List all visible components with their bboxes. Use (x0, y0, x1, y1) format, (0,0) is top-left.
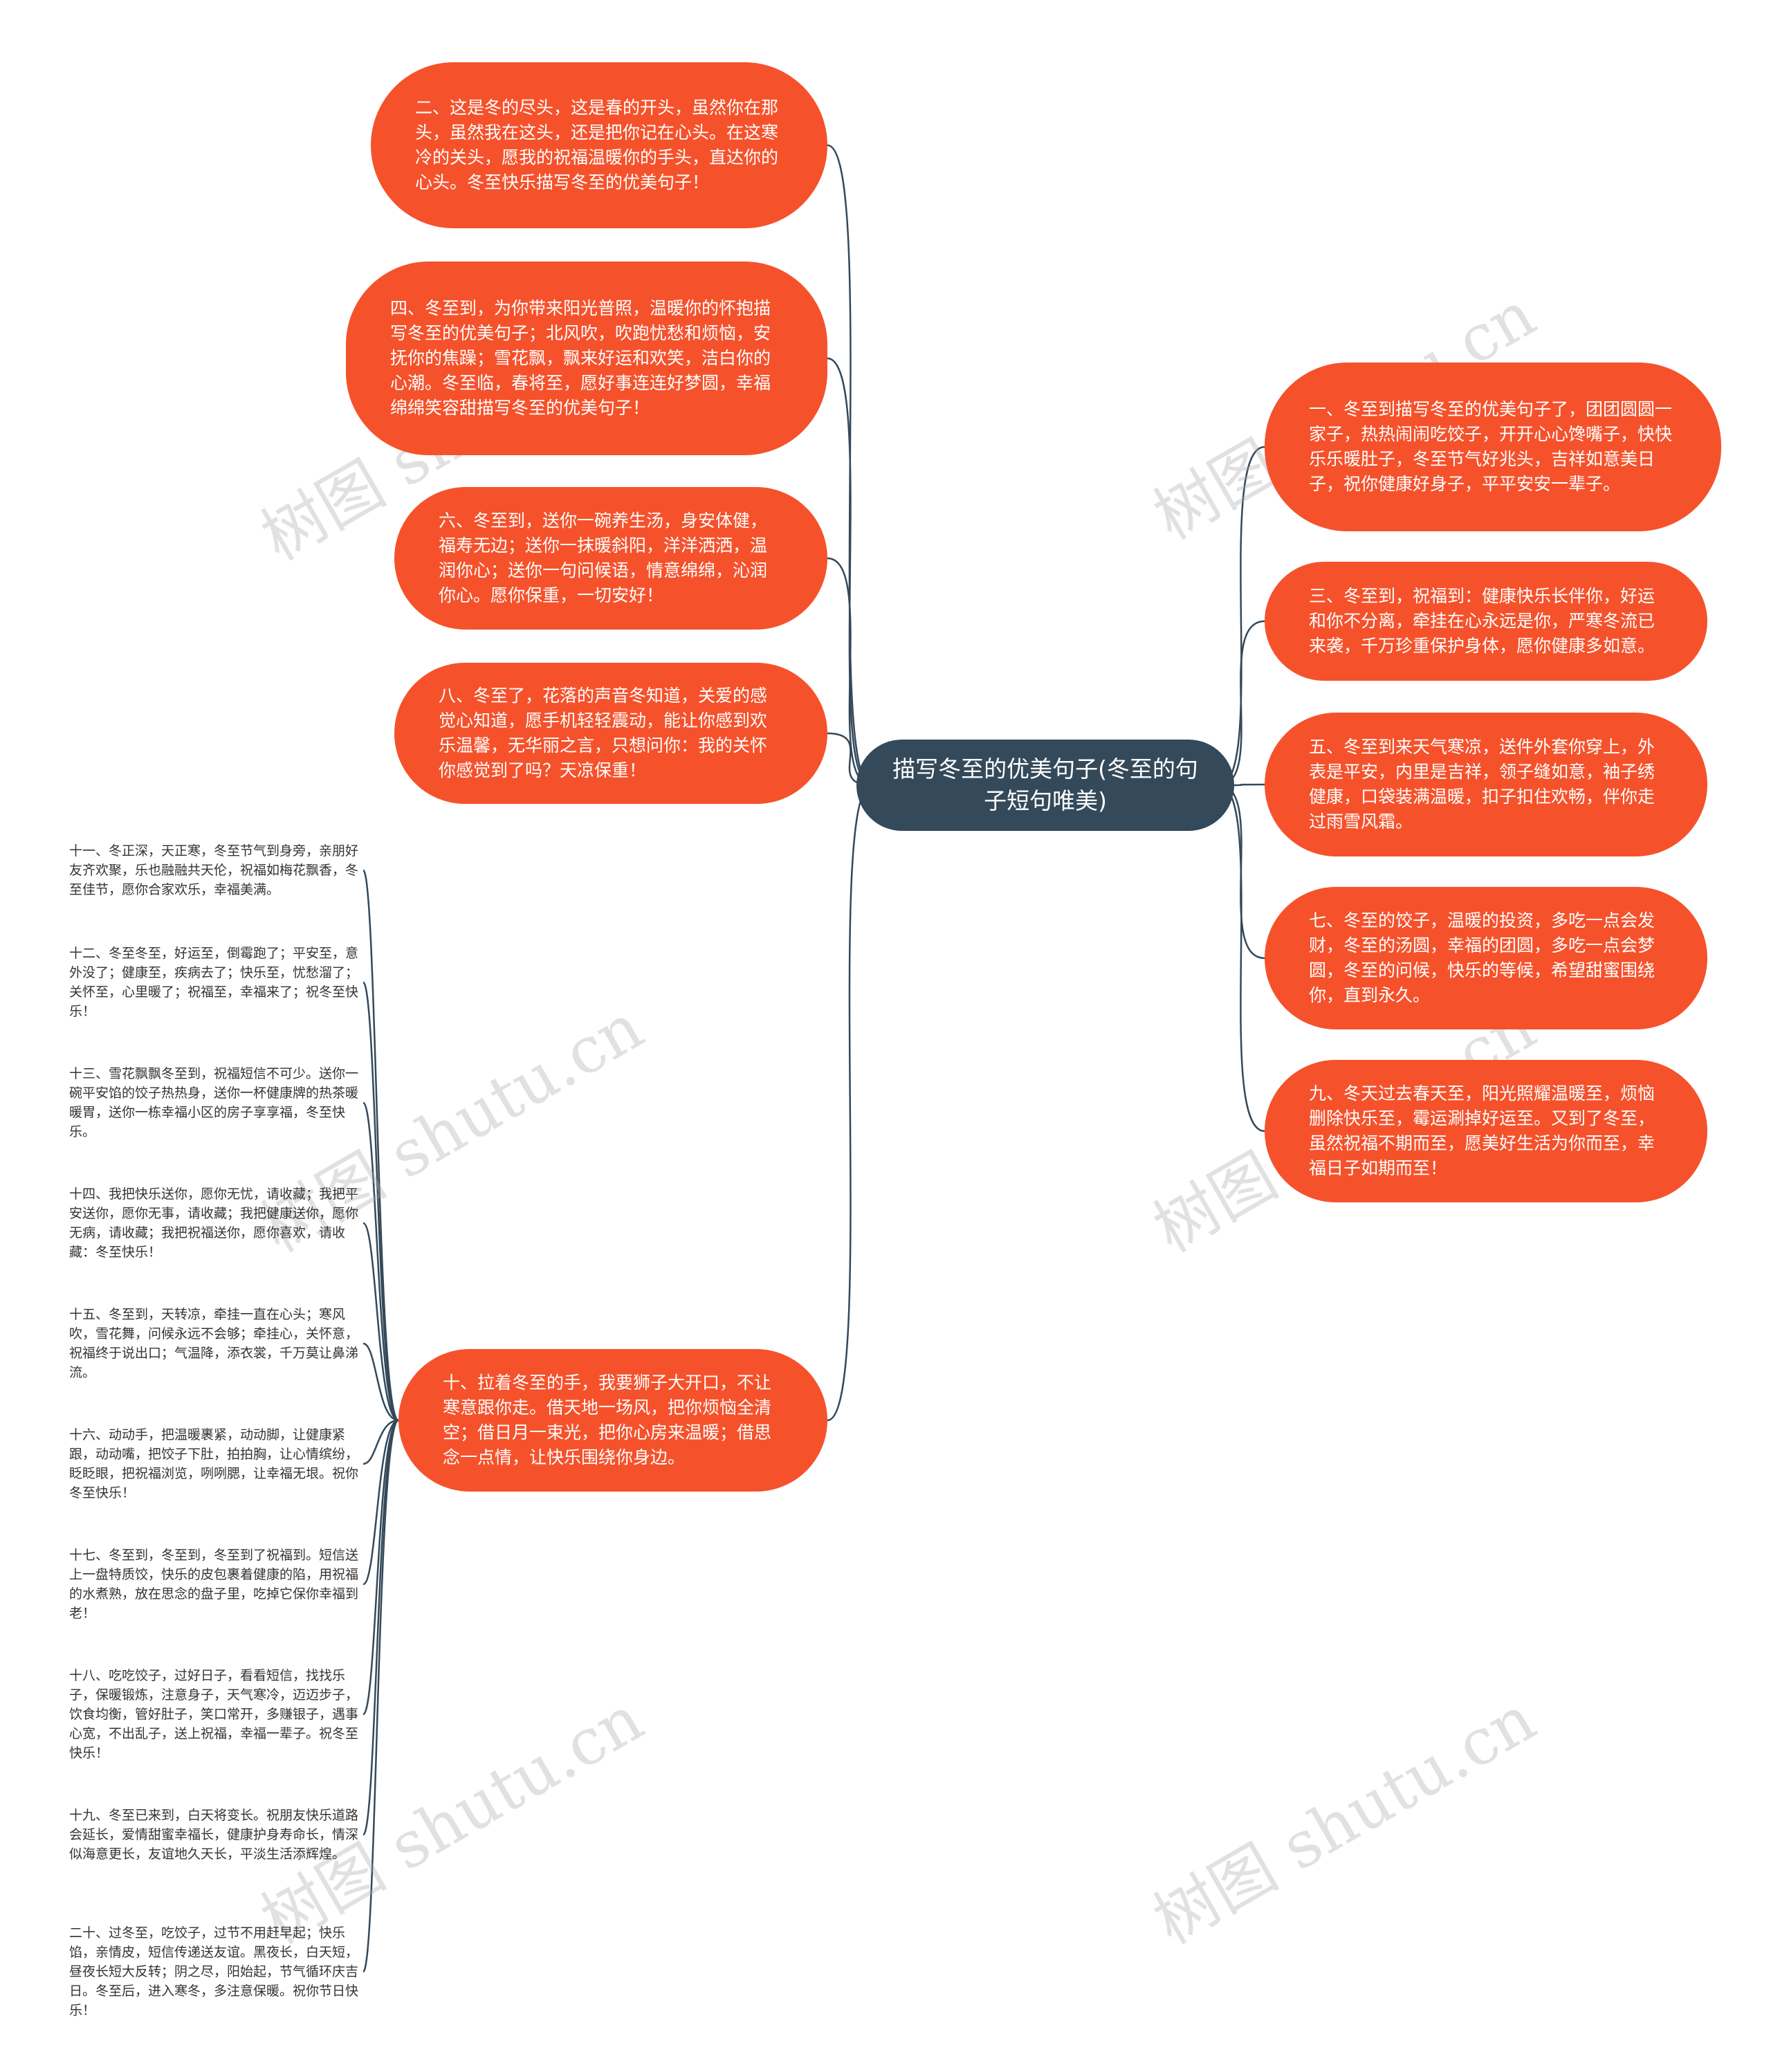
subtopic-14[interactable]: 十四、我把快乐送你，愿你无忧，请收藏；我把平安送你，愿你无事，请收藏；我把健康送… (69, 1186, 359, 1260)
topic-node-label: 九、冬天过去春天至，阳光照耀温暖至，烦恼删除快乐至，霉运涮掉好运至。又到了冬至，… (1309, 1083, 1655, 1178)
connector-line (827, 784, 872, 1422)
topic-node-4[interactable]: 四、冬至到，为你带来阳光普照，温暖你的怀抱描写冬至的优美句子；北风吹，吹跑忧愁和… (346, 262, 827, 455)
topic-node-5[interactable]: 五、冬至到来天气寒凉，送件外套你穿上，外表是平安，内里是吉祥，领子缝如意，袖子绣… (1265, 713, 1707, 856)
branch-line (362, 1222, 399, 1422)
subtopic-18[interactable]: 十八、吃吃饺子，过好日子，看看短信，找找乐子，保暖锻炼，注意身子，天气寒冷，迈迈… (69, 1668, 359, 1761)
subtopic-17[interactable]: 十七、冬至到，冬至到，冬至到了祝福到。短信送上一盘特质饺，快乐的皮包裹着健康的陷… (69, 1548, 359, 1621)
connector-line (827, 357, 872, 787)
branch-line (362, 1419, 400, 1973)
connector-line (1218, 446, 1265, 787)
topic-node-label: 四、冬至到，为你带来阳光普照，温暖你的怀抱描写冬至的优美句子；北风吹，吹跑忧愁和… (390, 298, 771, 418)
topic-node-label: 六、冬至到，送你一碗养生汤，身安体健，福寿无边；送你一抹暖斜阳，洋洋洒洒，温润你… (439, 511, 768, 605)
topic-node-label: 八、冬至了，花落的声音冬知道，关爱的感觉心知道，愿手机轻轻震动，能让你感到欢乐温… (439, 686, 768, 780)
topic-node-6[interactable]: 六、冬至到，送你一碗养生汤，身安体健，福寿无边；送你一抹暖斜阳，洋洋洒洒，温润你… (394, 487, 827, 630)
topic-node-1[interactable]: 一、冬至到描写冬至的优美句子了，团团圆圆一家子，热热闹闹吃饺子，开开心心馋嘴子，… (1265, 363, 1721, 531)
topic-node-label: 三、冬至到，祝福到：健康快乐长伴你，好运和你不分离，牵挂在心永远是你，严寒冬流已… (1309, 586, 1655, 656)
subtopic-12[interactable]: 十二、冬至冬至，好运至，倒霉跑了；平安至，意外没了；健康至，疾病去了；快乐至，忧… (69, 946, 359, 1019)
connector-line (1218, 784, 1265, 1133)
topic-node-3[interactable]: 三、冬至到，祝福到：健康快乐长伴你，好运和你不分离，牵挂在心永远是你，严寒冬流已… (1265, 562, 1707, 681)
branch-line (362, 1419, 399, 1836)
topic-node-7[interactable]: 七、冬至的饺子，温暖的投资，多吃一点会发财，冬至的汤圆，幸福的团圆，多吃一点会梦… (1265, 887, 1707, 1029)
branch-line (363, 1419, 399, 1465)
branch-line (362, 869, 400, 1422)
topic-node-10[interactable]: 十、拉着冬至的手，我要狮子大开口，不让寒意跟你走。借天地一场风，把你烦恼全清空；… (398, 1349, 827, 1492)
subtopic-20[interactable]: 二十、过冬至，吃饺子，过节不用赶早起；快乐馅，亲情皮，短信传递送友谊。黑夜长，白… (69, 1925, 359, 2018)
branch-line (362, 1419, 399, 1716)
subtopic-11[interactable]: 十一、冬正深，天正寒，冬至节气到身旁，亲朋好友齐欢聚，乐也融融共天伦，祝福如梅花… (69, 843, 359, 897)
topic-node-2[interactable]: 二、这是冬的尽头，这是春的开头，虽然你在那头，虽然我在这头，还是把你记在心头。在… (371, 62, 827, 228)
topic-node-9[interactable]: 九、冬天过去春天至，阳光照耀温暖至，烦恼删除快乐至，霉运涮掉好运至。又到了冬至，… (1265, 1060, 1707, 1202)
central-topic[interactable]: 描写冬至的优美句子(冬至的句子短句唯美) (856, 740, 1234, 831)
topic-node-label: 五、冬至到来天气寒凉，送件外套你穿上，外表是平安，内里是吉祥，领子缝如意，袖子绣… (1309, 737, 1655, 832)
subtopic-19[interactable]: 十九、冬至已来到，白天将变长。祝朋友快乐道路会延长，爱情甜蜜幸福长，健康护身寿命… (69, 1808, 359, 1862)
topic-node-label: 一、冬至到描写冬至的优美句子了，团团圆圆一家子，热热闹闹吃饺子，开开心心馋嘴子，… (1309, 399, 1673, 494)
branch-line (362, 981, 400, 1422)
subtopic-15[interactable]: 十五、冬至到，天转凉，牵挂一直在心头；寒风吹，雪花舞，问候永远不会够；牵挂心，关… (69, 1307, 359, 1380)
branch-line (363, 1342, 399, 1422)
topic-node-label: 二、这是冬的尽头，这是春的开头，虽然你在那头，虽然我在这头，还是把你记在心头。在… (415, 98, 779, 192)
subtopic-16[interactable]: 十六、动动手，把温暖裹紧，动动脚，让健康紧跟，动动嘴，把饺子下肚，拍拍胸，让心情… (69, 1427, 359, 1501)
central-topic-label: 描写冬至的优美句子(冬至的句子短句唯美) (892, 755, 1198, 814)
branch-line (363, 1419, 399, 1586)
topic-node-label: 七、冬至的饺子，温暖的投资，多吃一点会发财，冬至的汤圆，幸福的团圆，多吃一点会梦… (1309, 910, 1655, 1005)
topic-node-8[interactable]: 八、冬至了，花落的声音冬知道，关爱的感觉心知道，愿手机轻轻震动，能让你感到欢乐温… (394, 663, 827, 804)
subtopic-13[interactable]: 十三、雪花飘飘冬至到，祝福短信不可少。送你一碗平安馅的饺子热热身，送你一杯健康牌… (69, 1066, 359, 1139)
topic-node-label: 十、拉着冬至的手，我要狮子大开口，不让寒意跟你走。借天地一场风，把你烦恼全清空；… (443, 1373, 772, 1467)
branch-line (362, 1101, 399, 1422)
connector-line (827, 557, 872, 787)
